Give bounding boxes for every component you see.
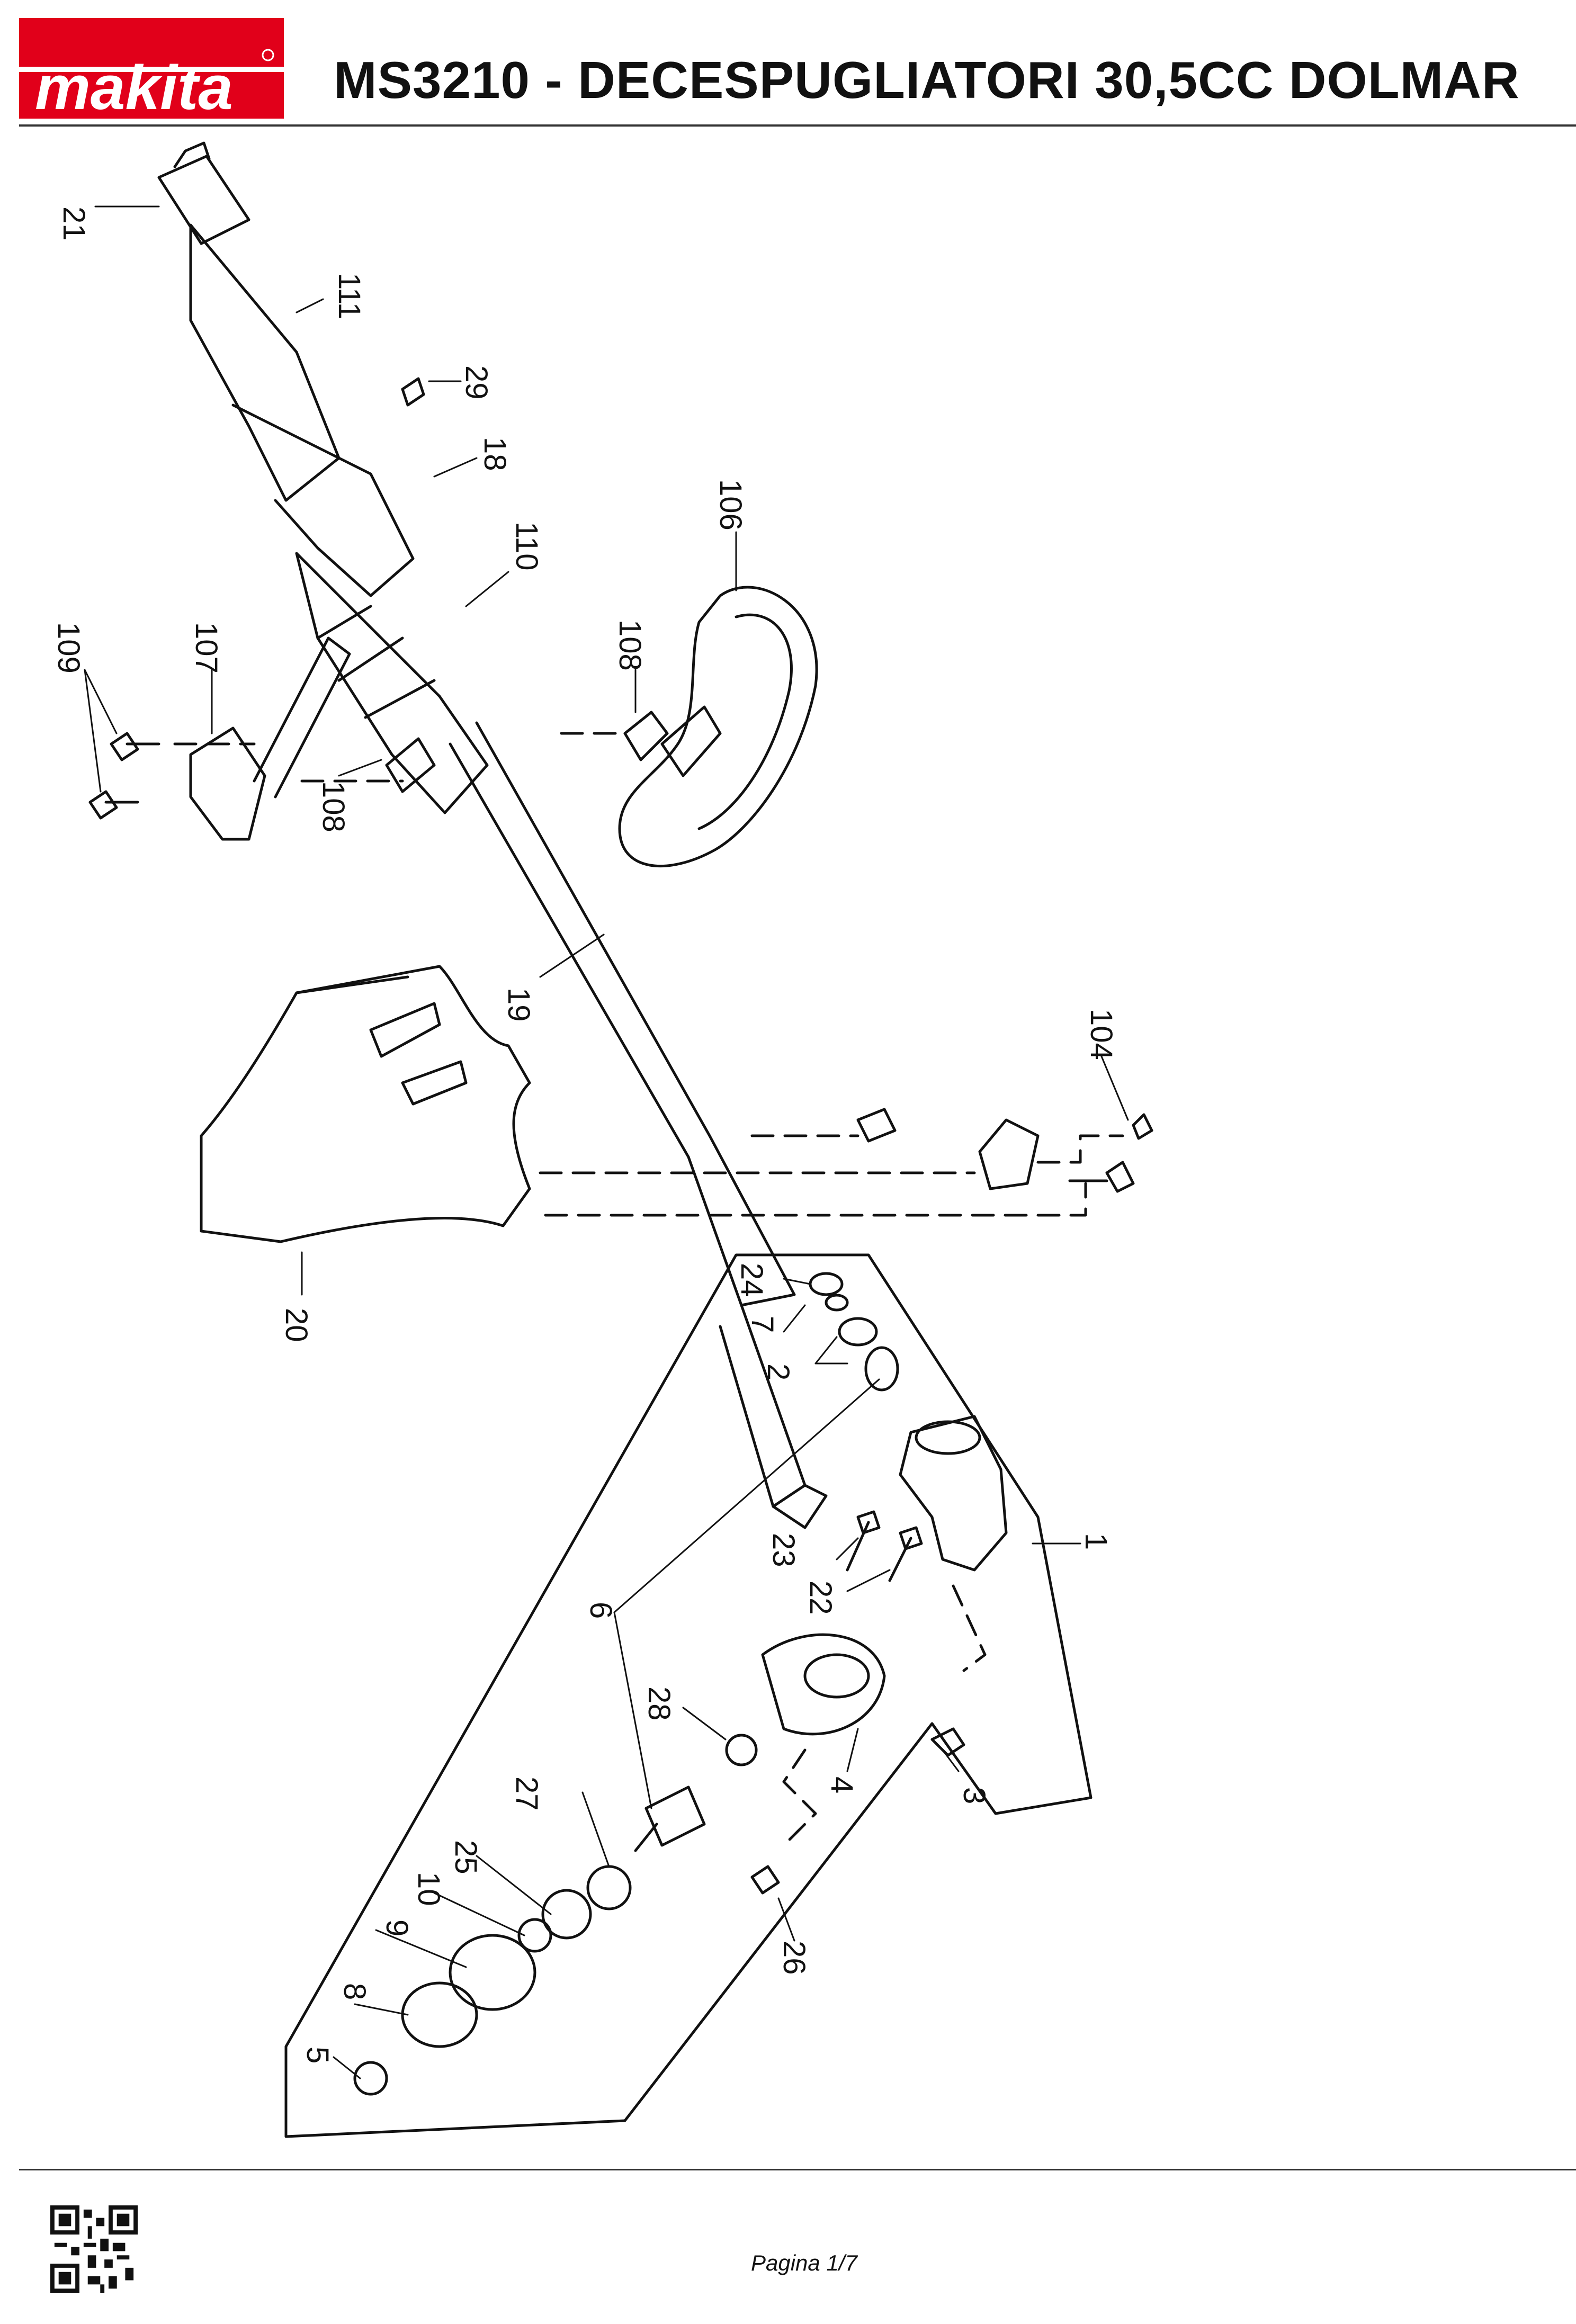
loop-handle <box>618 586 818 868</box>
callout-24: 24 <box>735 1263 769 1297</box>
callout-10: 10 <box>411 1872 446 1906</box>
callout-27: 27 <box>509 1776 544 1811</box>
callout-9: 9 <box>380 1919 414 1936</box>
guard-bracket <box>856 1108 1040 1190</box>
page-title: MS3210 - DECESPUGLIATORI 30,5CC DOLMAR <box>334 51 1520 109</box>
callout-23: 23 <box>766 1533 801 1567</box>
callout-29: 29 <box>459 365 494 400</box>
callout-4: 4 <box>825 1776 859 1793</box>
callout-2: 2 <box>761 1363 795 1380</box>
callout-106: 106 <box>713 479 748 531</box>
page-header: makita MS3210 - DECESPUGLIATORI 30,5CC D… <box>0 0 1576 127</box>
callout-8: 8 <box>337 1983 372 2000</box>
callout-leaders <box>84 205 1129 2079</box>
callout-18: 18 <box>478 437 512 471</box>
qr-code-icon <box>50 2205 138 2293</box>
callout-19: 19 <box>502 988 536 1022</box>
footer-divider <box>19 2169 1576 2170</box>
callout-21: 21 <box>57 207 91 241</box>
callout-3: 3 <box>957 1787 991 1804</box>
gearhead-inset-frame <box>284 1253 1093 2138</box>
callout-28: 28 <box>642 1686 676 1721</box>
callout-26: 26 <box>777 1941 811 1975</box>
svg-text:makita: makita <box>35 53 233 119</box>
callout-108-right: 108 <box>613 620 647 671</box>
upper-shaft-handle <box>157 141 828 1529</box>
callout-111: 111 <box>332 273 366 319</box>
callout-20: 20 <box>279 1308 314 1342</box>
callout-5: 5 <box>300 2047 335 2063</box>
handle-brackets <box>189 636 669 841</box>
callout-22: 22 <box>803 1581 838 1615</box>
callout-110: 110 <box>509 522 544 570</box>
callout-109: 109 <box>51 622 86 674</box>
page-number: Pagina 1/7 <box>751 2250 857 2275</box>
blade-guard <box>200 965 531 1243</box>
makita-logo: makita <box>19 18 284 119</box>
exploded-parts-diagram: 21 111 29 18 110 106 108 107 109 108 19 … <box>51 141 1153 2138</box>
callout-107: 107 <box>189 622 223 674</box>
callout-6: 6 <box>584 1602 618 1619</box>
callout-104: 104 <box>1084 1009 1118 1060</box>
callout-1: 1 <box>1079 1533 1113 1550</box>
gearhead-parts <box>353 1272 1008 2096</box>
screws <box>88 377 1153 1193</box>
callout-7: 7 <box>745 1316 780 1333</box>
header-divider <box>19 124 1576 127</box>
callout-108-left: 108 <box>316 781 351 832</box>
callout-25: 25 <box>449 1840 483 1874</box>
assembly-guide-lines <box>173 732 1124 1847</box>
